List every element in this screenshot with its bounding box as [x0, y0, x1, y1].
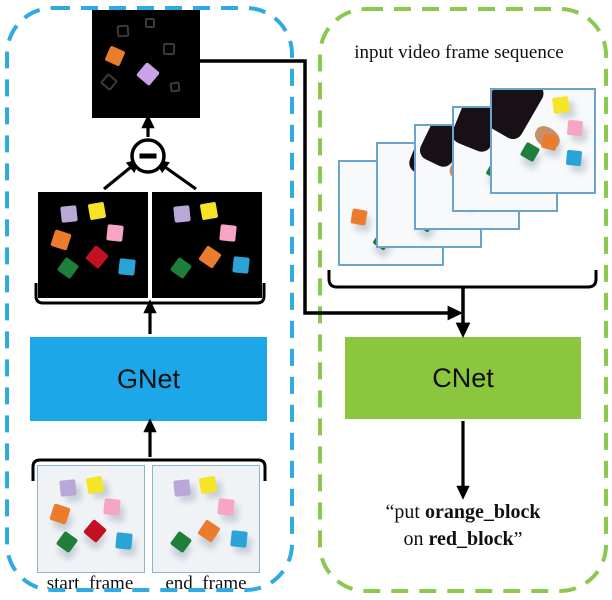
arrow-endmask-to-minus	[154, 159, 197, 191]
output-line-1: “put orange_block	[338, 499, 588, 526]
output-bold1: orange_block	[424, 501, 541, 523]
green-block	[169, 531, 192, 554]
difference-image	[92, 10, 200, 118]
blue-block	[115, 532, 133, 551]
lavender-block	[60, 205, 78, 224]
yellow-block	[198, 475, 218, 495]
lavender-block	[172, 479, 191, 498]
lavender-block	[58, 479, 77, 498]
blue-block	[565, 150, 582, 167]
arrow-startmask-to-minus	[102, 158, 141, 191]
subtract-node	[130, 138, 166, 174]
faint-block-outline	[145, 17, 156, 28]
pink-block	[217, 498, 235, 517]
green-block	[519, 141, 540, 163]
start-mask-image	[38, 192, 148, 298]
orange-block	[540, 132, 560, 152]
blue-block	[230, 530, 248, 548]
output-line-2: on red_block”	[338, 526, 588, 553]
output-pre2: on	[403, 528, 429, 550]
violet-block	[136, 61, 161, 86]
cnet-box: CNet	[345, 337, 581, 419]
output-post2: ”	[513, 528, 523, 550]
end-mask-image	[152, 192, 262, 298]
faint-block-outline	[100, 73, 119, 92]
orange-block	[198, 244, 223, 269]
output-command: “put orange_block on red_block”	[338, 499, 588, 553]
red-block	[85, 244, 110, 269]
start-frame-label: start_frame	[46, 573, 134, 594]
frames-bracket	[327, 270, 598, 289]
end-frame-label: end_frame	[165, 573, 247, 594]
faint-block-outline	[116, 24, 130, 37]
orange-block	[197, 518, 221, 543]
start-frame-image	[37, 465, 145, 573]
blue-block	[232, 256, 250, 274]
yellow-block	[85, 475, 105, 495]
orange-block	[350, 208, 369, 226]
orange-block	[104, 45, 126, 67]
red-block	[83, 518, 108, 543]
pink-block	[106, 224, 124, 243]
yellow-block	[552, 96, 571, 115]
orange-block	[49, 502, 71, 525]
green-block	[56, 257, 79, 280]
pink-block	[566, 119, 583, 136]
lavender-block	[172, 205, 191, 224]
pink-block	[219, 224, 237, 243]
end-frame-image	[152, 465, 260, 573]
faint-block-outline	[169, 81, 181, 93]
green-block	[55, 531, 78, 554]
output-bold2: red_block	[428, 528, 514, 550]
gnet-box: GNet	[30, 337, 267, 421]
yellow-block	[199, 201, 219, 221]
output-pre1: “put	[385, 501, 425, 523]
pink-block	[103, 498, 121, 517]
blue-block	[118, 258, 136, 277]
green-block	[169, 257, 192, 280]
sequence-title: input video frame sequence	[354, 42, 564, 63]
orange-block	[50, 228, 72, 251]
faint-block-outline	[162, 42, 175, 56]
yellow-block	[88, 201, 107, 221]
cnet-label: CNet	[432, 362, 494, 393]
gnet-label: GNet	[116, 363, 181, 394]
video-frame-5	[490, 88, 596, 194]
